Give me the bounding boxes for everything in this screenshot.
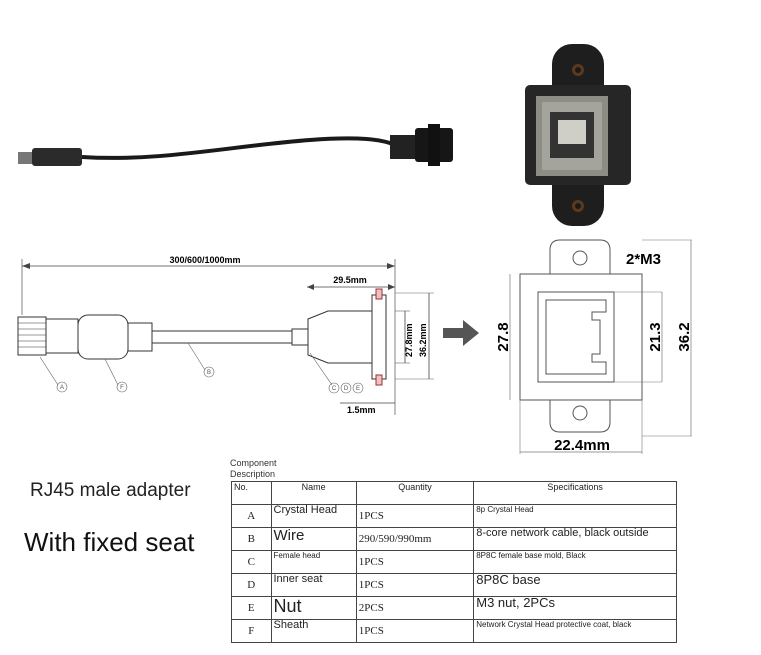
screw-label: 2*M3 [626, 251, 661, 268]
header-specifications: Specifications [473, 481, 677, 505]
row-spec: 8P8C base [473, 573, 677, 597]
callout-c: C [332, 386, 337, 392]
row-qty: 1PCS [355, 619, 475, 643]
row-qty: 1PCS [355, 550, 475, 574]
product-title: RJ45 male adapter [30, 480, 191, 501]
component-table: No. Name Quantity Specifications A Cryst… [231, 481, 677, 643]
row-qty: 1PCS [355, 573, 475, 597]
product-subtitle: With fixed seat [24, 527, 195, 557]
height-inner-label: 21.3 [647, 322, 664, 351]
row-qty: 290/590/990mm [355, 527, 475, 551]
header-no: No. [231, 481, 272, 505]
row-spec: 8-core network cable, black outside [473, 527, 677, 551]
component-description-label: Component Description [230, 458, 277, 479]
table-row: B Wire 290/590/990mm 8-core network cabl… [231, 527, 677, 551]
row-qty: 2PCS [355, 596, 475, 620]
table-row: A Crystal Head 1PCS 8p Crystal Head [231, 504, 677, 528]
table-row: D Inner seat 1PCS 8P8C base [231, 573, 677, 597]
row-no: D [231, 573, 272, 597]
table-row: E Nut 2PCS M3 nut, 2PCs [231, 596, 677, 620]
row-spec: 8p Crystal Head [473, 504, 677, 528]
table-row: F Sheath 1PCS Network Crystal Head prote… [231, 619, 677, 643]
callout-a: A [60, 385, 64, 391]
row-name: Inner seat [270, 573, 357, 597]
callout-d: D [344, 386, 349, 392]
dim-b-label: 36.2mm [418, 323, 428, 357]
row-no: A [231, 504, 272, 528]
table-row: C Female head 1PCS 8P8C female base mold… [231, 550, 677, 574]
row-no: B [231, 527, 272, 551]
height-right-label: 36.2 [676, 322, 693, 351]
width-label: 22.4mm [554, 437, 610, 454]
socket-photo [525, 44, 631, 226]
cable-drawing: 300/600/1000mm 29.5mm 27.8mm 36.2mm 1.5m… [17, 255, 434, 415]
callout-b: B [207, 370, 211, 376]
table-header-row: No. Name Quantity Specifications [231, 481, 677, 505]
seat-length-label: 29.5mm [333, 275, 367, 285]
dim-a-label: 27.8mm [404, 323, 414, 357]
header-name: Name [270, 481, 357, 505]
row-spec: M3 nut, 2PCs [473, 596, 677, 620]
row-name: Female head [270, 550, 357, 574]
header-quantity: Quantity [355, 481, 475, 505]
row-no: C [231, 550, 272, 574]
row-name: Sheath [270, 619, 357, 643]
dim-c-label: 1.5mm [347, 405, 376, 415]
callout-e: E [356, 386, 360, 392]
cable-photo [18, 124, 453, 166]
callout-f: F [120, 385, 124, 391]
row-name: Crystal Head [270, 504, 357, 528]
height-left-label: 27.8 [495, 322, 512, 351]
row-spec: 8P8C female base mold, Black [473, 550, 677, 574]
row-no: F [231, 619, 272, 643]
row-name: Nut [270, 596, 357, 620]
row-qty: 1PCS [355, 504, 475, 528]
front-view-drawing: 2*M3 27.8 21.3 36.2 22.4mm [495, 239, 693, 454]
row-name: Wire [270, 527, 357, 551]
row-no: E [231, 596, 272, 620]
arrow-right-icon [443, 320, 479, 346]
length-label: 300/600/1000mm [169, 255, 240, 265]
row-spec: Network Crystal Head protective coat, bl… [473, 619, 677, 643]
